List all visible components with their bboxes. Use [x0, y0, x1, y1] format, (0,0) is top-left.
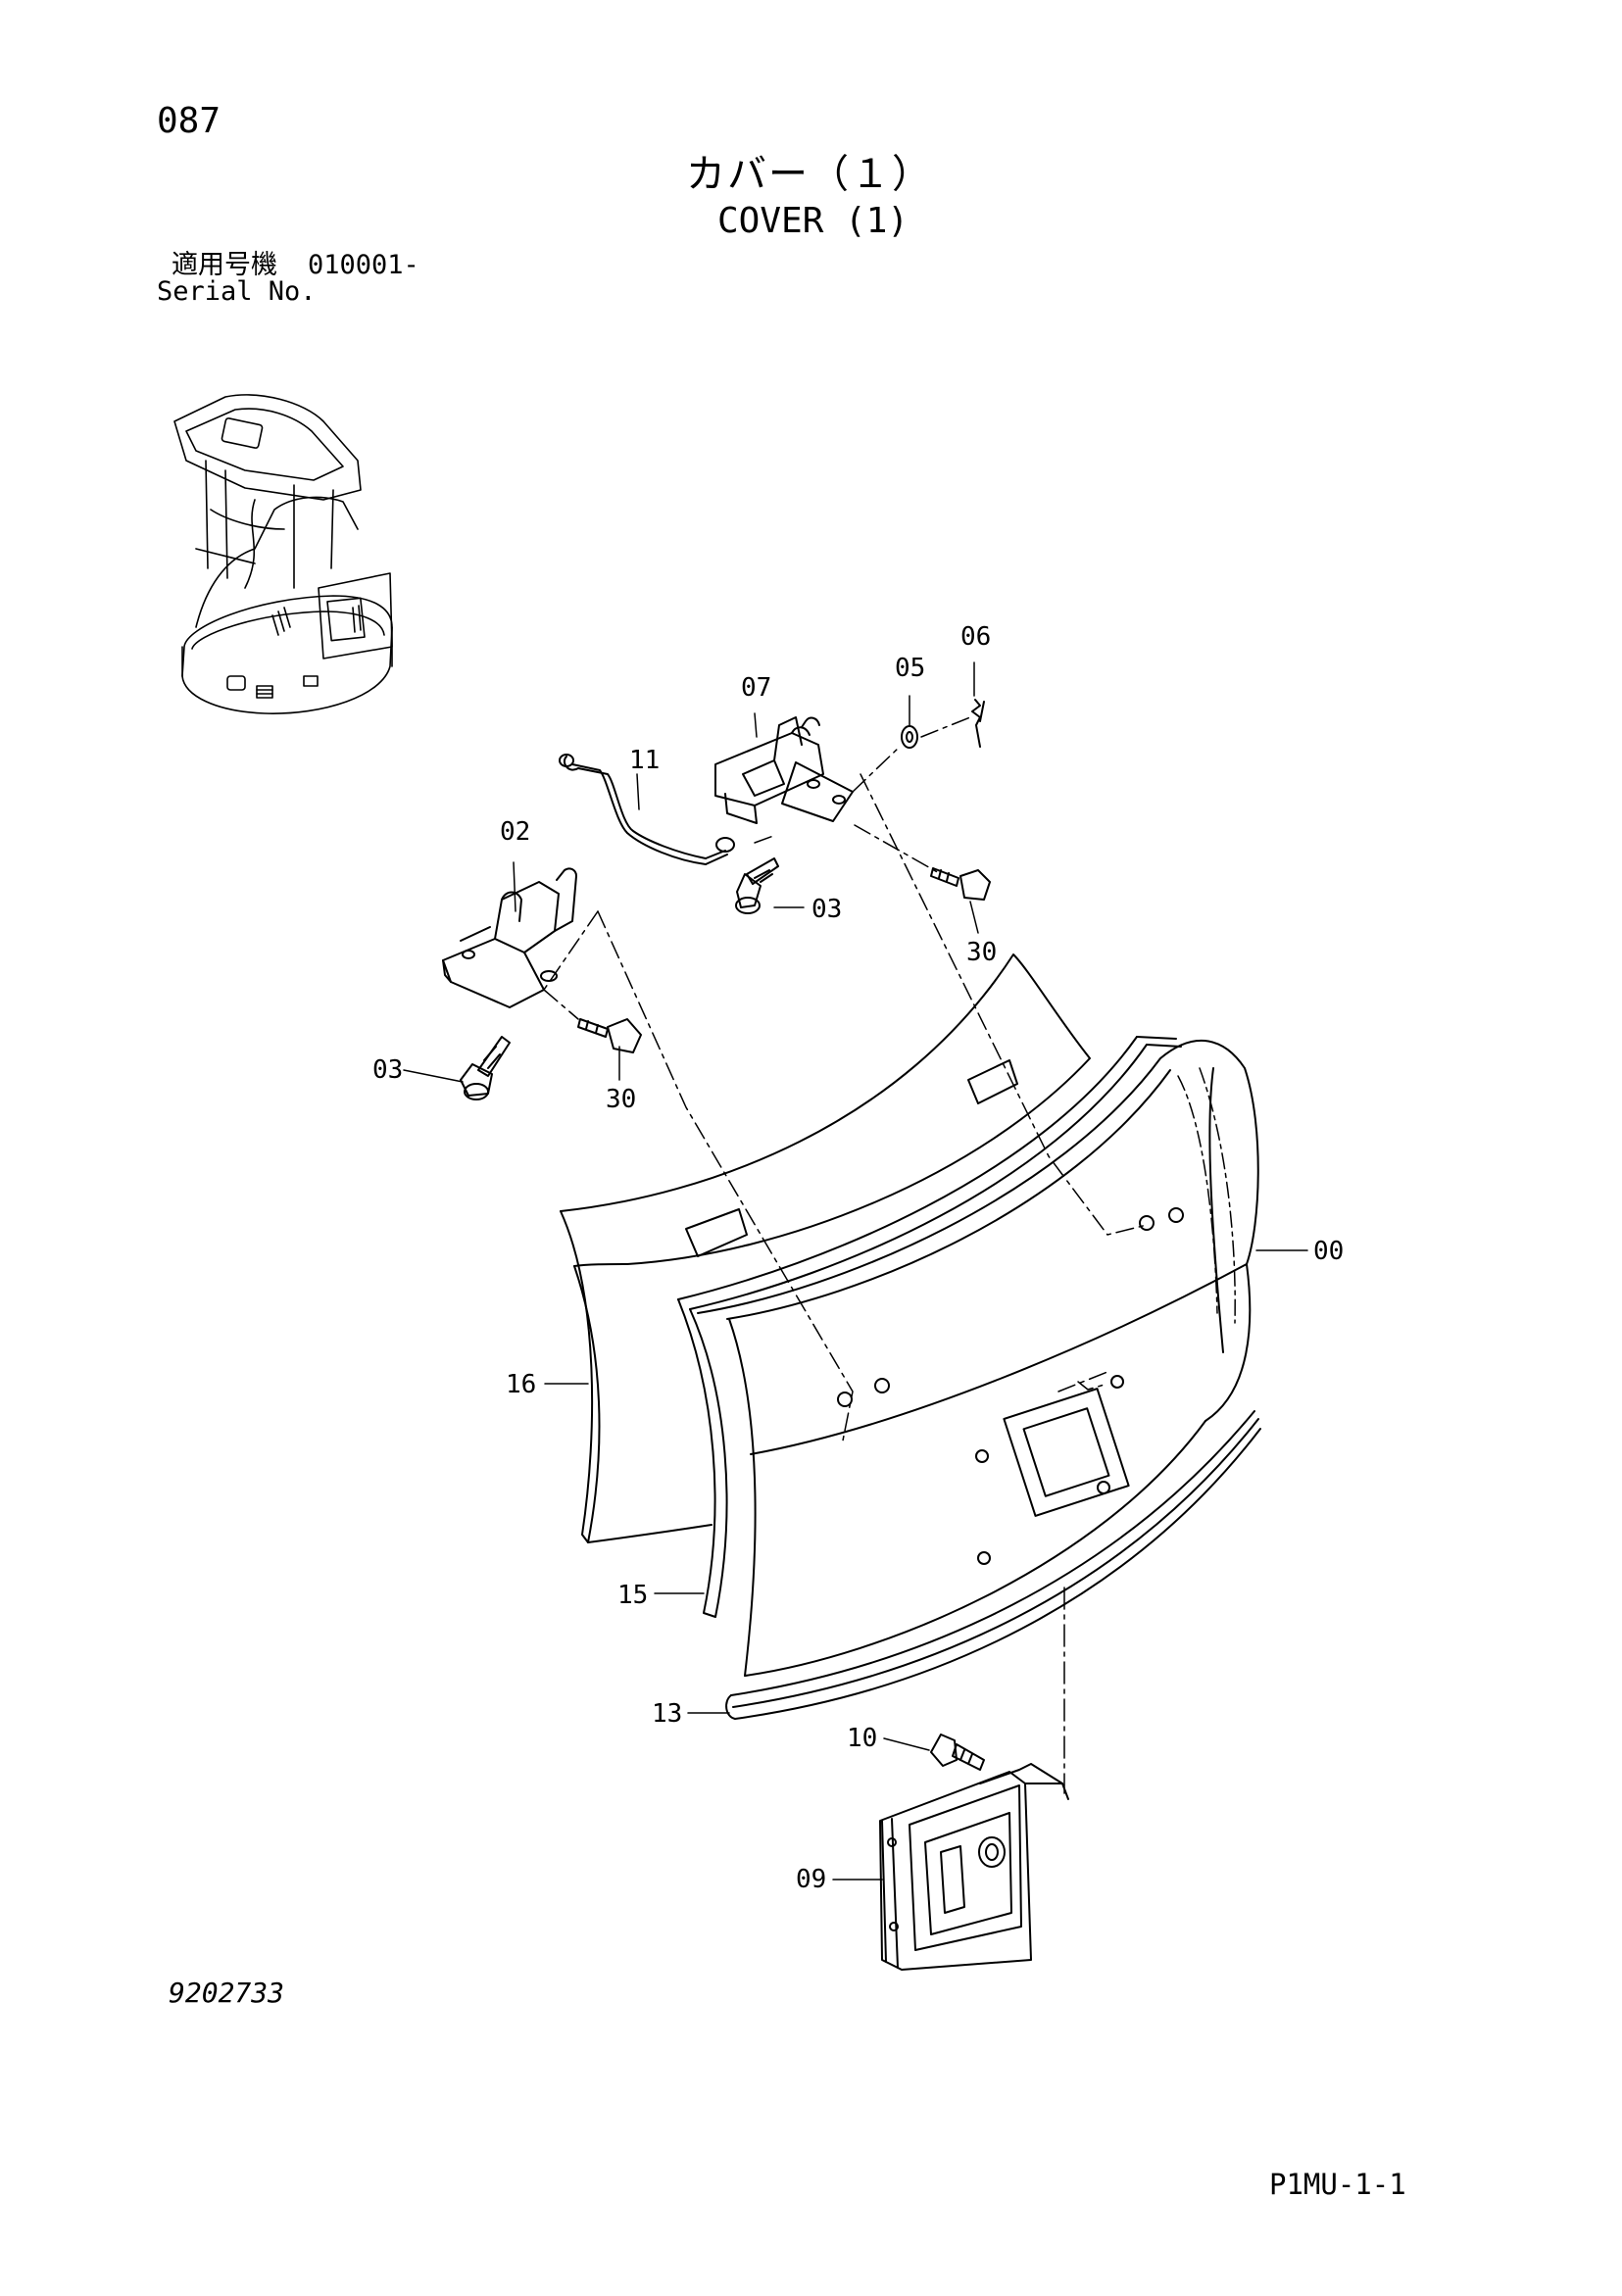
- hinge-lower: [442, 867, 577, 1008]
- washer-05: [901, 725, 918, 749]
- callout-03-lower: 03: [372, 1055, 403, 1085]
- title-japanese: カバー（１）: [686, 152, 933, 197]
- callout-30-upper: 30: [966, 938, 997, 967]
- callout-09: 09: [796, 1865, 826, 1894]
- cover-00: [697, 1040, 1259, 1677]
- callout-06: 06: [960, 622, 991, 652]
- seal-strip-13: [725, 1410, 1261, 1720]
- callout-13: 13: [652, 1699, 682, 1729]
- serial-number-value: 010001-: [308, 250, 419, 280]
- bolt-10: [930, 1734, 985, 1771]
- callout-07: 07: [741, 673, 771, 703]
- page-number: 087: [157, 101, 221, 141]
- assembly-guide-lines: [543, 716, 1148, 1441]
- callout-03-upper: 03: [811, 895, 842, 924]
- bolt-03-lower: [460, 1036, 511, 1100]
- callout-labels: 00 02 03 03 05 06 07 09 10 11 13 15 16 3…: [372, 622, 1344, 1894]
- page-code: P1MU-1-1: [1269, 2168, 1406, 2201]
- machine-overview-thumbnail: [173, 394, 393, 714]
- bolt-03-upper: [735, 857, 779, 914]
- callout-05: 05: [895, 654, 925, 683]
- hinge-upper: [714, 716, 854, 824]
- seal-15: [677, 1036, 1182, 1618]
- pin-06: [971, 699, 985, 748]
- leader-lines: [403, 661, 1308, 1881]
- drawing-number: 9202733: [169, 1977, 285, 2009]
- rod-11: [559, 754, 735, 865]
- callout-00: 00: [1313, 1237, 1344, 1266]
- bolt-30-upper: [930, 867, 991, 901]
- bolt-30-lower: [577, 1018, 642, 1053]
- serial-label-english: Serial No.: [157, 276, 317, 307]
- callout-10: 10: [847, 1724, 877, 1753]
- callout-11: 11: [629, 746, 660, 775]
- callout-30-lower: 30: [606, 1085, 636, 1114]
- panel-16: [560, 953, 1091, 1543]
- callout-02: 02: [500, 817, 530, 847]
- serial-label-japanese: 適用号機: [172, 250, 277, 280]
- callout-16: 16: [506, 1370, 536, 1399]
- lock-handle-09: [879, 1763, 1069, 1971]
- title-english: COVER (1): [717, 201, 909, 241]
- callout-15: 15: [617, 1581, 648, 1610]
